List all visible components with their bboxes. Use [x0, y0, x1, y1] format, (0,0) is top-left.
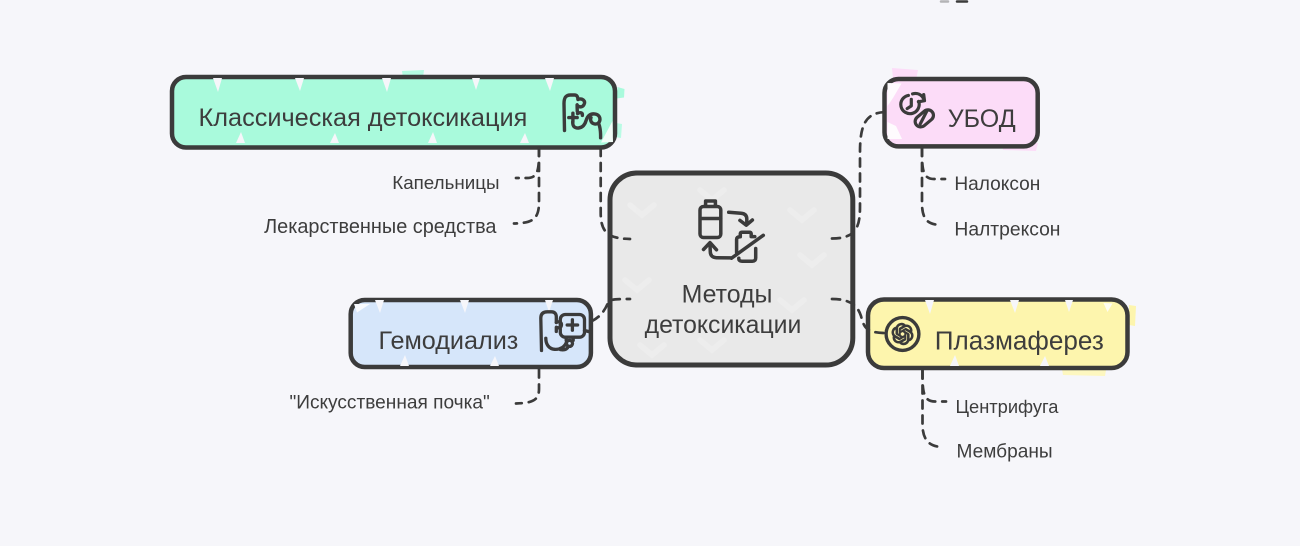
svg-text:"Искусственная почка": "Искусственная почка"	[289, 392, 489, 413]
svg-text:Гемодиализ: Гемодиализ	[379, 327, 519, 355]
svg-text:Мембраны: Мембраны	[957, 442, 1053, 463]
svg-text:детоксикации: детоксикации	[645, 312, 802, 339]
svg-text:Налоксон: Налоксон	[954, 174, 1040, 195]
svg-text:Лекарственные средства: Лекарственные средства	[264, 216, 497, 238]
svg-text:Центрифуга: Центрифуга	[956, 396, 1060, 417]
svg-text:Налтрексон: Налтрексон	[954, 220, 1060, 241]
svg-text:Плазмаферез: Плазмаферез	[935, 325, 1104, 355]
svg-text:УБОД: УБОД	[948, 105, 1016, 133]
svg-text:Методы: Методы	[682, 281, 773, 309]
svg-text:Капельницы: Капельницы	[392, 172, 499, 193]
svg-text:Классическая детоксикация: Классическая детоксикация	[199, 104, 528, 132]
